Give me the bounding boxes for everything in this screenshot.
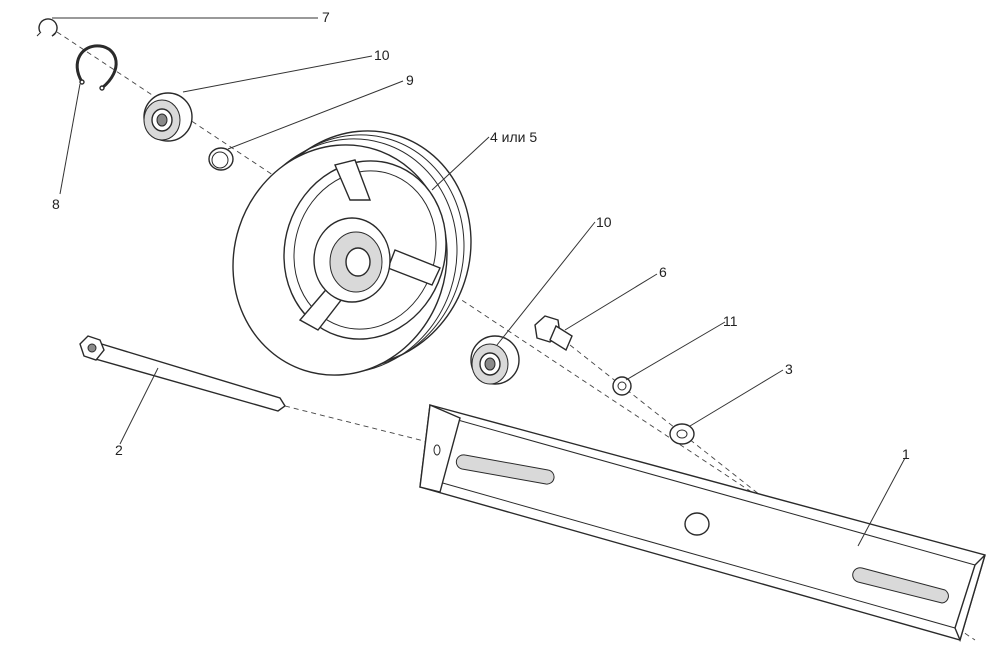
part-7-retaining-ring — [36, 18, 58, 37]
part-3-washer — [669, 423, 695, 445]
part-2-axle-bolt — [79, 335, 286, 412]
callout-1: 1 — [902, 446, 910, 462]
callout-3: 3 — [785, 361, 793, 377]
callout-11: 11 — [723, 313, 738, 329]
part-8-circlip — [75, 44, 118, 91]
callout-2: 2 — [115, 442, 123, 458]
part-6-bolt — [534, 315, 573, 352]
part-11-washer — [612, 376, 632, 396]
part-9-ring — [208, 147, 234, 171]
callout-6: 6 — [659, 264, 667, 280]
leader-lines — [52, 17, 906, 547]
part-4-or-5-pulley-wheel — [232, 130, 472, 376]
part-10-bearing-lower — [470, 335, 520, 385]
part-1-channel-bracket — [419, 403, 986, 643]
callout-8: 8 — [52, 196, 60, 212]
callout-10-lower: 10 — [596, 214, 612, 230]
callout-10-upper: 10 — [374, 47, 390, 63]
part-10-bearing-upper — [143, 92, 193, 142]
callout-7: 7 — [322, 9, 330, 25]
callout-9: 9 — [406, 72, 414, 88]
callout-4-or-5: 4 или 5 — [490, 129, 538, 145]
